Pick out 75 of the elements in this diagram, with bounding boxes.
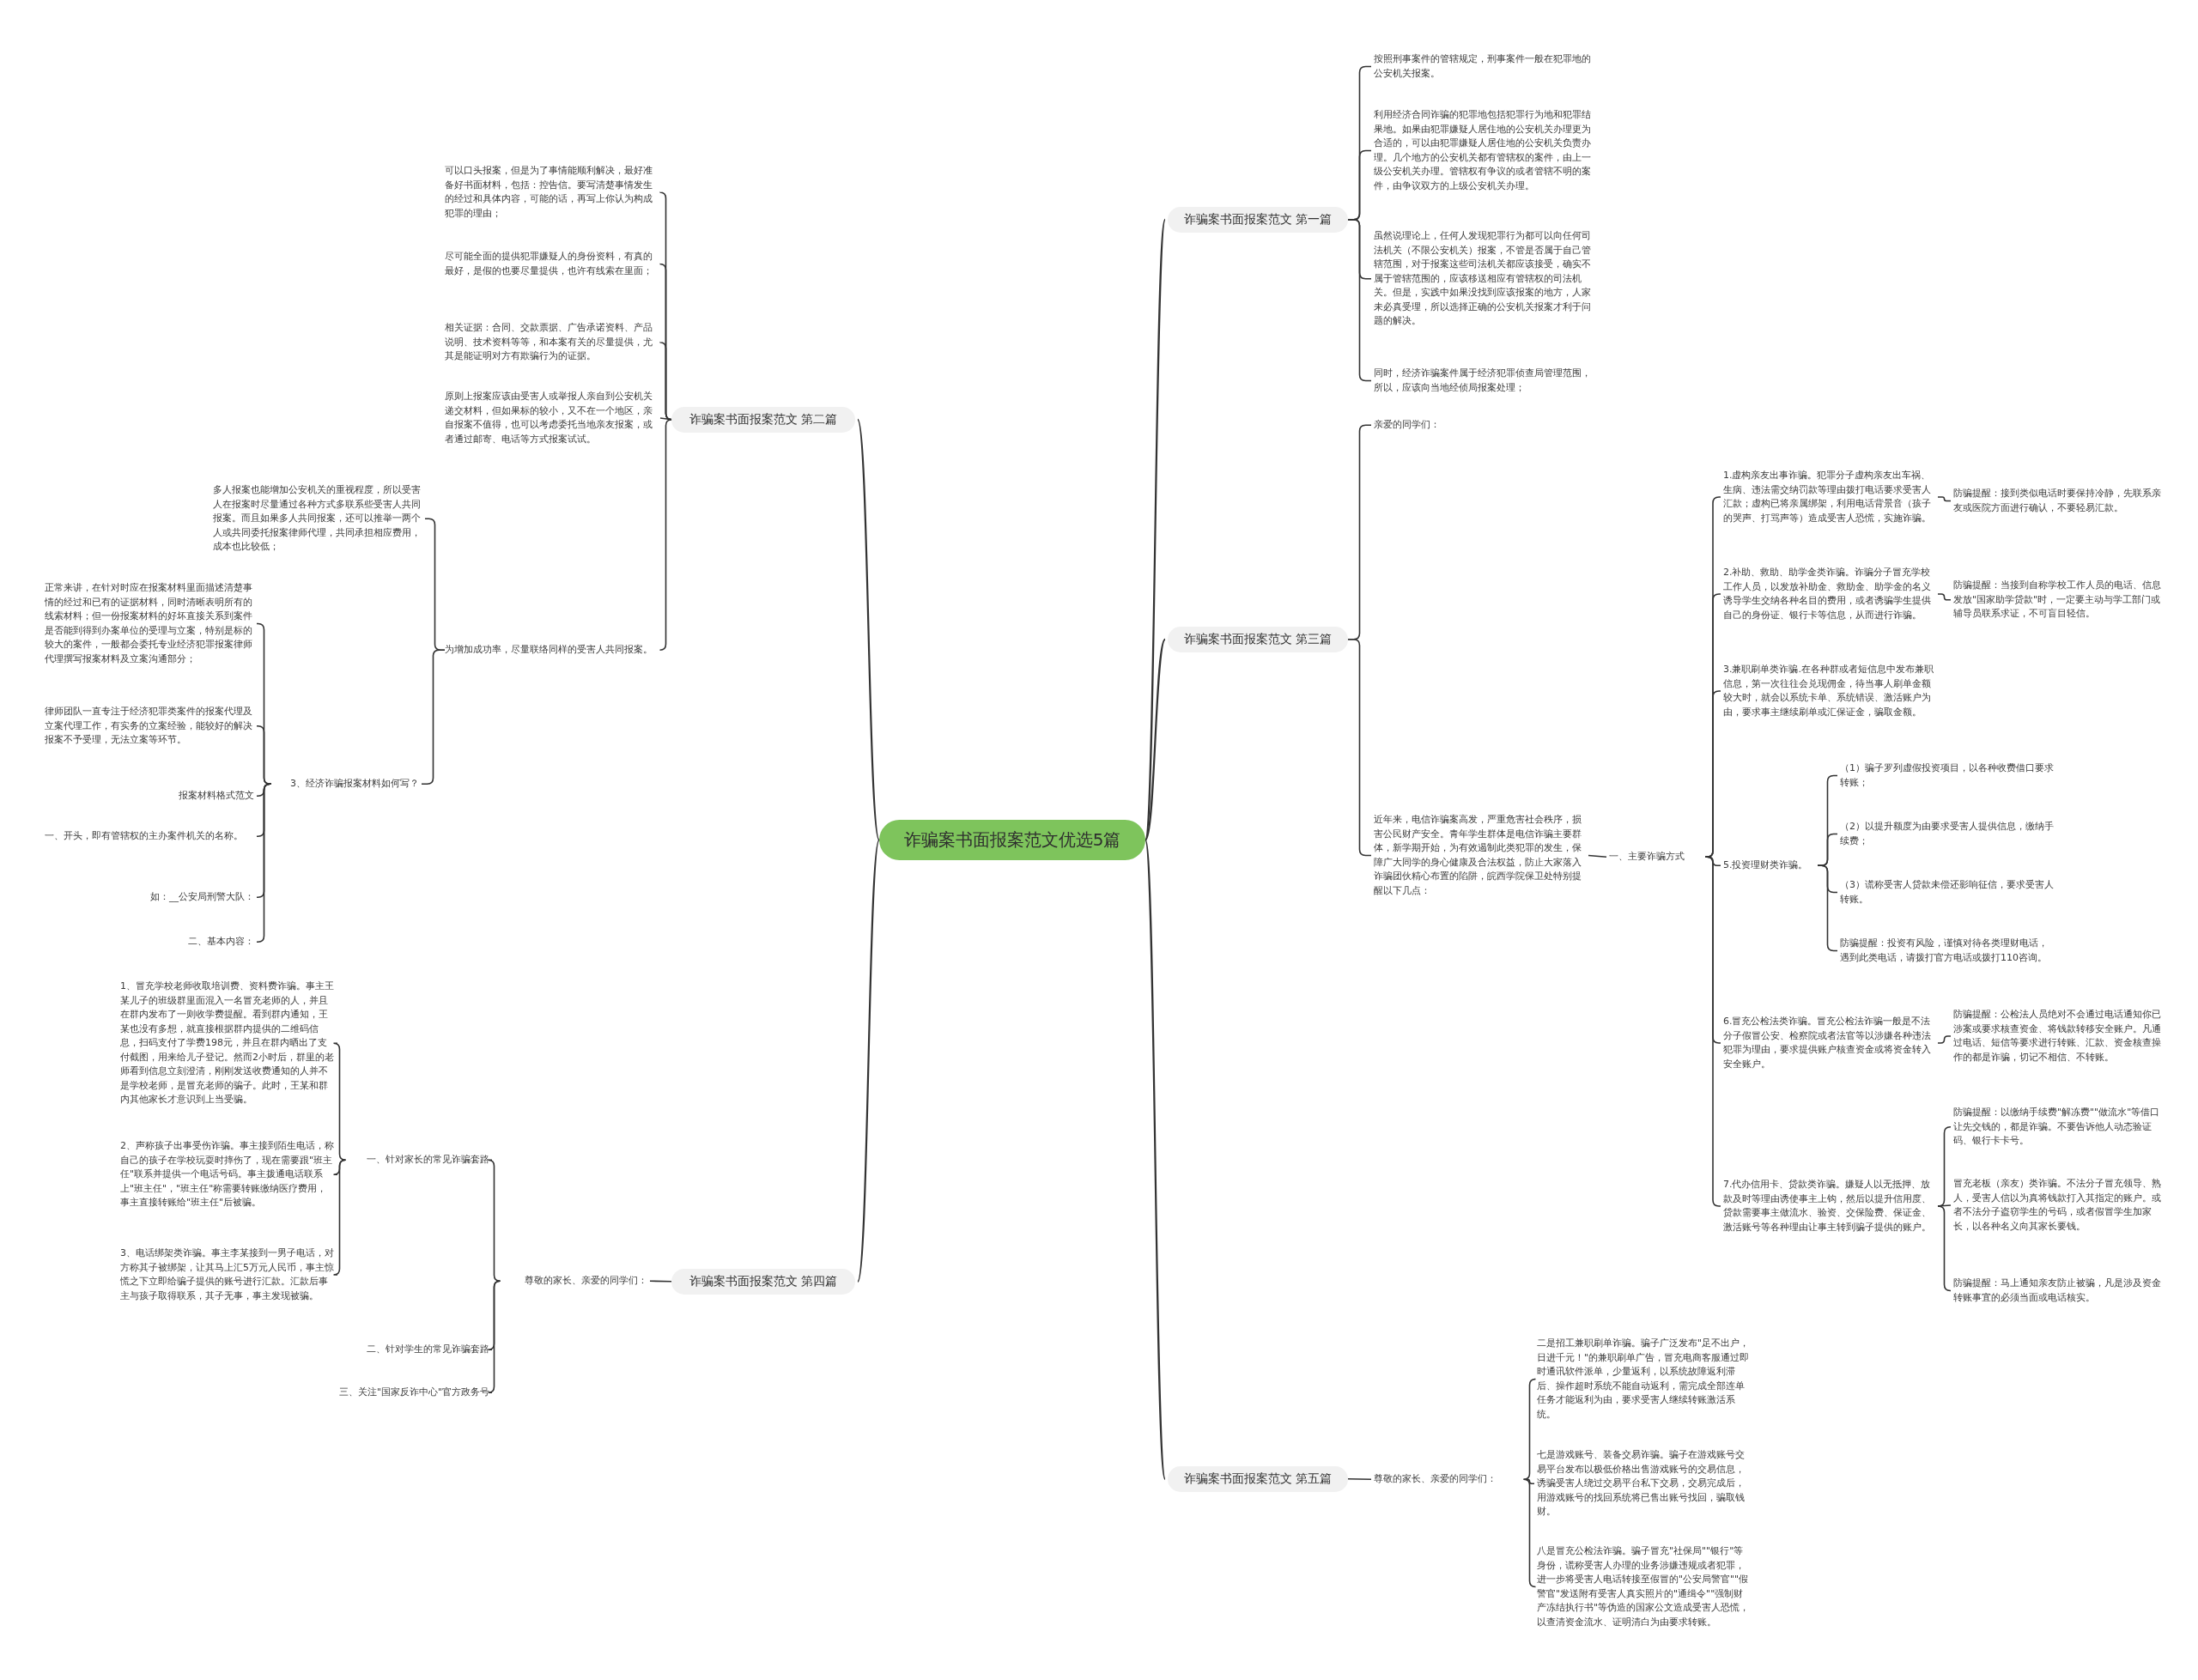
topic-text: 正常来讲，在针对时应在报案材料里面描述清楚事情的经过和已有的证据材料，同时清晰表明所有的线索材料；但一份报案材料的好坏直接关系到案件是否能到得到办案单位的受理与立案，特别是标的较大的案件，一般都会委托专业经济犯罪报案律师代理撰写报案材料及立案沟通部分； — [45, 580, 254, 667]
topic-text: 如：__公安局刑警大队： — [45, 889, 254, 906]
topic-text: 相关证据：合同、交款票据、广告承诺资料、产品说明、技术资料等等，和本案有关的尽量提供，尤其是能证明对方有欺骗行为的证据。 — [445, 320, 658, 365]
connector-line — [1937, 1205, 1952, 1292]
branch-topic: 诈骗案书面报案范文 第五篇 — [1168, 1466, 1348, 1492]
connector-line — [1524, 1478, 1535, 1485]
topic-text: 尊敬的家长、亲爱的同学们： — [1374, 1471, 1525, 1488]
topic-text: 利用经济合同诈骗的犯罪地包括犯罪行为地和犯罪结果地。如果由犯罪嫌疑人居住地的公安机关办理更为合适的，可以由犯罪嫌疑人居住地的公安机关负责办理。几个地方的公安机关都有管辖权的案件，由上一级公安机关办理。管辖权有争议的或者管辖不明的案件，由争议双方的上级公安机关办理。 — [1374, 107, 1597, 194]
connector-line — [1937, 593, 1952, 601]
topic-text: 防骗提醒：公检法人员绝对不会通过电话通知你已涉案或要求核查资金、将钱款转移安全账户。凡通过电话、短信等要求进行转账、汇款、资金核查操作的都是诈骗，切记不相信、不转账。 — [1953, 1007, 2168, 1065]
topic-text: 同时，经济诈骗案件属于经济犯罪侦查局管理范围，所以，应该向当地经侦局报案处理； — [1374, 366, 1597, 396]
connector-line — [649, 1280, 672, 1283]
branch-topic: 诈骗案书面报案范文 第一篇 — [1168, 207, 1348, 233]
topic-text: 防骗提醒：以缴纳手续费"解冻费""做流水"等借口让先交钱的，都是诈骗。不要告诉他人动态验证码、银行卡卡号。 — [1953, 1105, 2168, 1149]
connector-line — [332, 1159, 347, 1276]
topic-text: 尽可能全面的提供犯罪嫌疑人的身份资料，有真的最好，是假的也要尽量提供，也许有线索在里面； — [445, 249, 658, 279]
connector-line — [1588, 854, 1607, 858]
topic-text: 三、关注"国家反诈中心"官方政务号 — [301, 1385, 489, 1401]
connector-line — [659, 419, 673, 652]
connector-line — [1704, 856, 1721, 867]
connector-line — [256, 783, 272, 943]
topic-text: 一、针对家长的常见诈骗套路 — [342, 1152, 489, 1168]
root-topic: 诈骗案书面报案范文优选5篇 — [879, 820, 1145, 860]
topic-text: 防骗提醒：当接到自称学校工作人员的电话、信息发放"国家助学贷款"时，一定要主动与学工部门或辅导员联系求证，不可盲目轻信。 — [1953, 578, 2168, 622]
topic-text: 1.虚构亲友出事诈骗。犯罪分子虚构亲友出车祸、生病、违法需交纳罚款等理由拨打电话要求受害人汇款；虚构已将亲属绑架，利用电话背景音（孩子的哭声、打骂声等）造成受害人恐慌，实施诈骗。 — [1723, 468, 1938, 526]
connector-line — [1937, 1035, 1952, 1044]
topic-text: 原则上报案应该由受害人或举报人亲自到公安机关递交材料，但如果标的较小，又不在一个地区，亲自报案不值得，也可以考虑委托当地亲友报案，或者通过邮寄、电话等方式报案试试。 — [445, 389, 658, 447]
topic-text: 3.兼职刷单类诈骗.在各种群或者短信息中发布兼职信息，第一次往往会兑现佣金，待当事人刷单金额较大时，就会以系统卡单、系统错误、激活账户为由，要求事主继续刷单或汇保证金，骗取金额。 — [1723, 662, 1938, 720]
topic-text: 八是冒充公检法诈骗。骗子冒充"社保局""银行"等身份，谎称受害人办理的业务涉嫌违规或者犯罪，进一步将受害人电话转接至假冒的"公安局警官""假警官"发送附有受害人真实照片的"通缉令""强制财产冻结执行书"等伪造的国家公文造成受害人恐慌，以查清资金流水、证明清白为由要求转账。 — [1537, 1544, 1752, 1630]
topic-text: 按照刑事案件的管辖规定，刑事案件一般在犯罪地的公安机关报案。 — [1374, 52, 1597, 82]
branch-topic: 诈骗案书面报案范文 第四篇 — [671, 1269, 855, 1295]
topic-text: 3、经济诈骗报案材料如何写？ — [271, 776, 419, 792]
topic-text: 可以口头报案，但是为了事情能顺利解决，最好准备好书面材料，包括：控告信。要写清楚事情发生的经过和具体内容，可能的话，再写上你认为构成犯罪的理由； — [445, 163, 658, 221]
topic-text: 报案材料格式范文 — [45, 788, 254, 804]
topic-text: 5.投资理财类诈骗。 — [1723, 858, 1818, 874]
connector-line — [256, 725, 272, 785]
topic-text: （3）谎称受害人贷款未偿还影响征信，要求受害人转账。 — [1840, 877, 2055, 907]
topic-text: 亲爱的同学们： — [1374, 417, 1545, 434]
connector-line — [1937, 496, 1952, 502]
topic-text: 冒充老板（亲友）类诈骗。不法分子冒充领导、熟人，受害人信以为真将钱款打入其指定的账户。或者不法分子盗窃学生的号码，或者假冒学生加家长，以各种名义向其家长要钱。 — [1953, 1176, 2168, 1234]
topic-text: 防骗提醒：马上通知亲友防止被骗，凡是涉及资金转账事宜的必须当面或电话核实。 — [1953, 1276, 2168, 1306]
connector-line — [1347, 219, 1372, 382]
connector-line — [856, 419, 881, 840]
topic-text: 一、主要诈骗方式 — [1609, 849, 1705, 865]
connector-line — [1522, 1478, 1537, 1588]
connector-line — [856, 840, 881, 1283]
topic-text: 防骗提醒：投资有风险，谨慎对待各类理财电话，遇到此类电话，请拨打官方电话或拨打110咨询。 — [1840, 936, 2055, 966]
connector-line — [487, 1280, 501, 1394]
topic-text: 一、开头，即有管辖权的主办案件机关的名称。 — [45, 828, 254, 845]
topic-text: 二是招工兼职刷单诈骗。骗子广泛发布"足不出户，日进千元！"的兼职刷单广告，冒充电商客服通过即时通讯软件派单，少量返利，以系统故障返利滞后、操作超时系统不能自动返利，需完成全部连单任务才能返利为由，要求受害人继续转账激活系统。 — [1537, 1336, 1752, 1422]
connector-line — [1144, 219, 1167, 840]
connector-line — [1704, 856, 1721, 1207]
topic-text: 6.冒充公检法类诈骗。冒充公检法诈骗一般是不法分子假冒公安、检察院或者法官等以涉嫌各种违法犯罪为理由，要求提供账户核查资金或将资金转入安全账户。 — [1723, 1014, 1938, 1072]
topic-text: 近年来，电信诈骗案高发，严重危害社会秩序，损害公民财产安全。青年学生群体是电信诈骗主要群体，新学期开始，为有效遏制此类犯罪的发生，保障广大同学的身心健康及合法权益，防止大家落入诈骗团伙精心布置的陷阱，皖西学院保卫处特别提醒以下几点： — [1374, 812, 1588, 899]
topic-text: 七是游戏账号、装备交易诈骗。骗子在游戏账号交易平台发布以极低价格出售游戏账号的交易信息，诱骗受害人绕过交易平台私下交易，交易完成后，用游戏账号的找回系统将已售出账号找回，骗取钱财。 — [1537, 1447, 1752, 1520]
topic-text: 2、声称孩子出事受伤诈骗。事主接到陌生电话，称自己的孩子在学校玩耍时摔伤了，现在需要跟"班主任"联系并提供一个电话号码。事主拨通电话联系上"班主任"，"班主任"称需要转账缴纳医疗费用，事主直接转账给"班主任"后被骗。 — [120, 1138, 335, 1211]
topic-text: 多人报案也能增加公安机关的重视程度，所以受害人在报案时尽量通过各种方式多联系些受害人共同报案。而且如果多人共同报案，还可以推举一两个人或共同委托报案律师代理，共同承担相应费用，成本也比较低； — [213, 482, 422, 555]
connector-line — [1145, 639, 1166, 841]
topic-text: 尊敬的家长、亲爱的同学们： — [496, 1273, 647, 1289]
topic-text: 二、针对学生的常见诈骗套路 — [342, 1342, 489, 1358]
topic-text: 二、基本内容： — [45, 934, 254, 950]
connector-line — [1144, 840, 1167, 1479]
topic-text: （2）以提升额度为由要求受害人提供信息，缴纳手续费； — [1840, 819, 2055, 849]
topic-text: 2.补助、救助、助学金类诈骗。诈骗分子冒充学校工作人员，以发放补助金、救助金、助学金的名义诱导学生交纳各种名目的费用，或者诱骗学生提供自己的身份证、银行卡等信息，从而进行诈骗。 — [1723, 565, 1938, 623]
topic-text: （1）骗子罗列虚假投资项目，以各种收费借口要求转账； — [1840, 761, 2055, 791]
topic-text: 虽然说理论上，任何人发现犯罪行为都可以向任何司法机关（不限公安机关）报案，不管是否属于自己管辖范围，对于报案这些司法机关都应该接受，确实不属于管辖范围的，应该移送相应有管辖权的司法机关。但是，实践中如果没找到应该报案的地方，人家未必真受理，所以选择正确的公安机关报案才利于问题的解决。 — [1374, 228, 1597, 330]
branch-topic: 诈骗案书面报案范文 第三篇 — [1168, 627, 1348, 652]
branch-topic: 诈骗案书面报案范文 第二篇 — [671, 407, 855, 433]
connector-line — [1347, 1478, 1372, 1481]
topic-text: 7.代办信用卡、贷款类诈骗。嫌疑人以无抵押、放款及时等理由诱使事主上钩，然后以提升信用度、贷款需要事主做流水、验资、交保险费、保证金、激活账号等各种理由让事主转到骗子提供的账户。 — [1723, 1177, 1938, 1235]
topic-text: 1、冒充学校老师收取培训费、资料费诈骗。事主王某儿子的班级群里面混入一名冒充老师的人，并且在群内发布了一则收学费提醒。看到群内通知，王某也没有多想，就直接根据群内提供的二维码信息，扫码支付了学费198元，并且在群内晒出了支付截图，用来给儿子登记。然而2小时后，群里的老师看到信息立刻澄清，刚刚发送收费通知的人并不是学校老师，是冒充老师的骗子。此时，王某和群内其他家长才意识到上当受骗。 — [120, 979, 335, 1108]
topic-text: 为增加成功率，尽量联络同样的受害人共同报案。 — [445, 642, 658, 658]
topic-text: 律师团队一直专注于经济犯罪类案件的报案代理及立案代理工作，有实务的立案经验，能较好的解决报案不予受理，无法立案等环节。 — [45, 704, 254, 749]
topic-text: 3、电话绑架类诈骗。事主李某接到一男子电话，对方称其子被绑架，让其马上汇5万元人民币，事主惊慌之下立即给骗子提供的账号进行汇款。汇款后事主与孩子取得联系，其子无事，事主发现被骗。 — [120, 1246, 335, 1304]
topic-text: 防骗提醒：接到类似电话时要保持冷静，先联系亲友或医院方面进行确认，不要轻易汇款。 — [1953, 486, 2168, 516]
